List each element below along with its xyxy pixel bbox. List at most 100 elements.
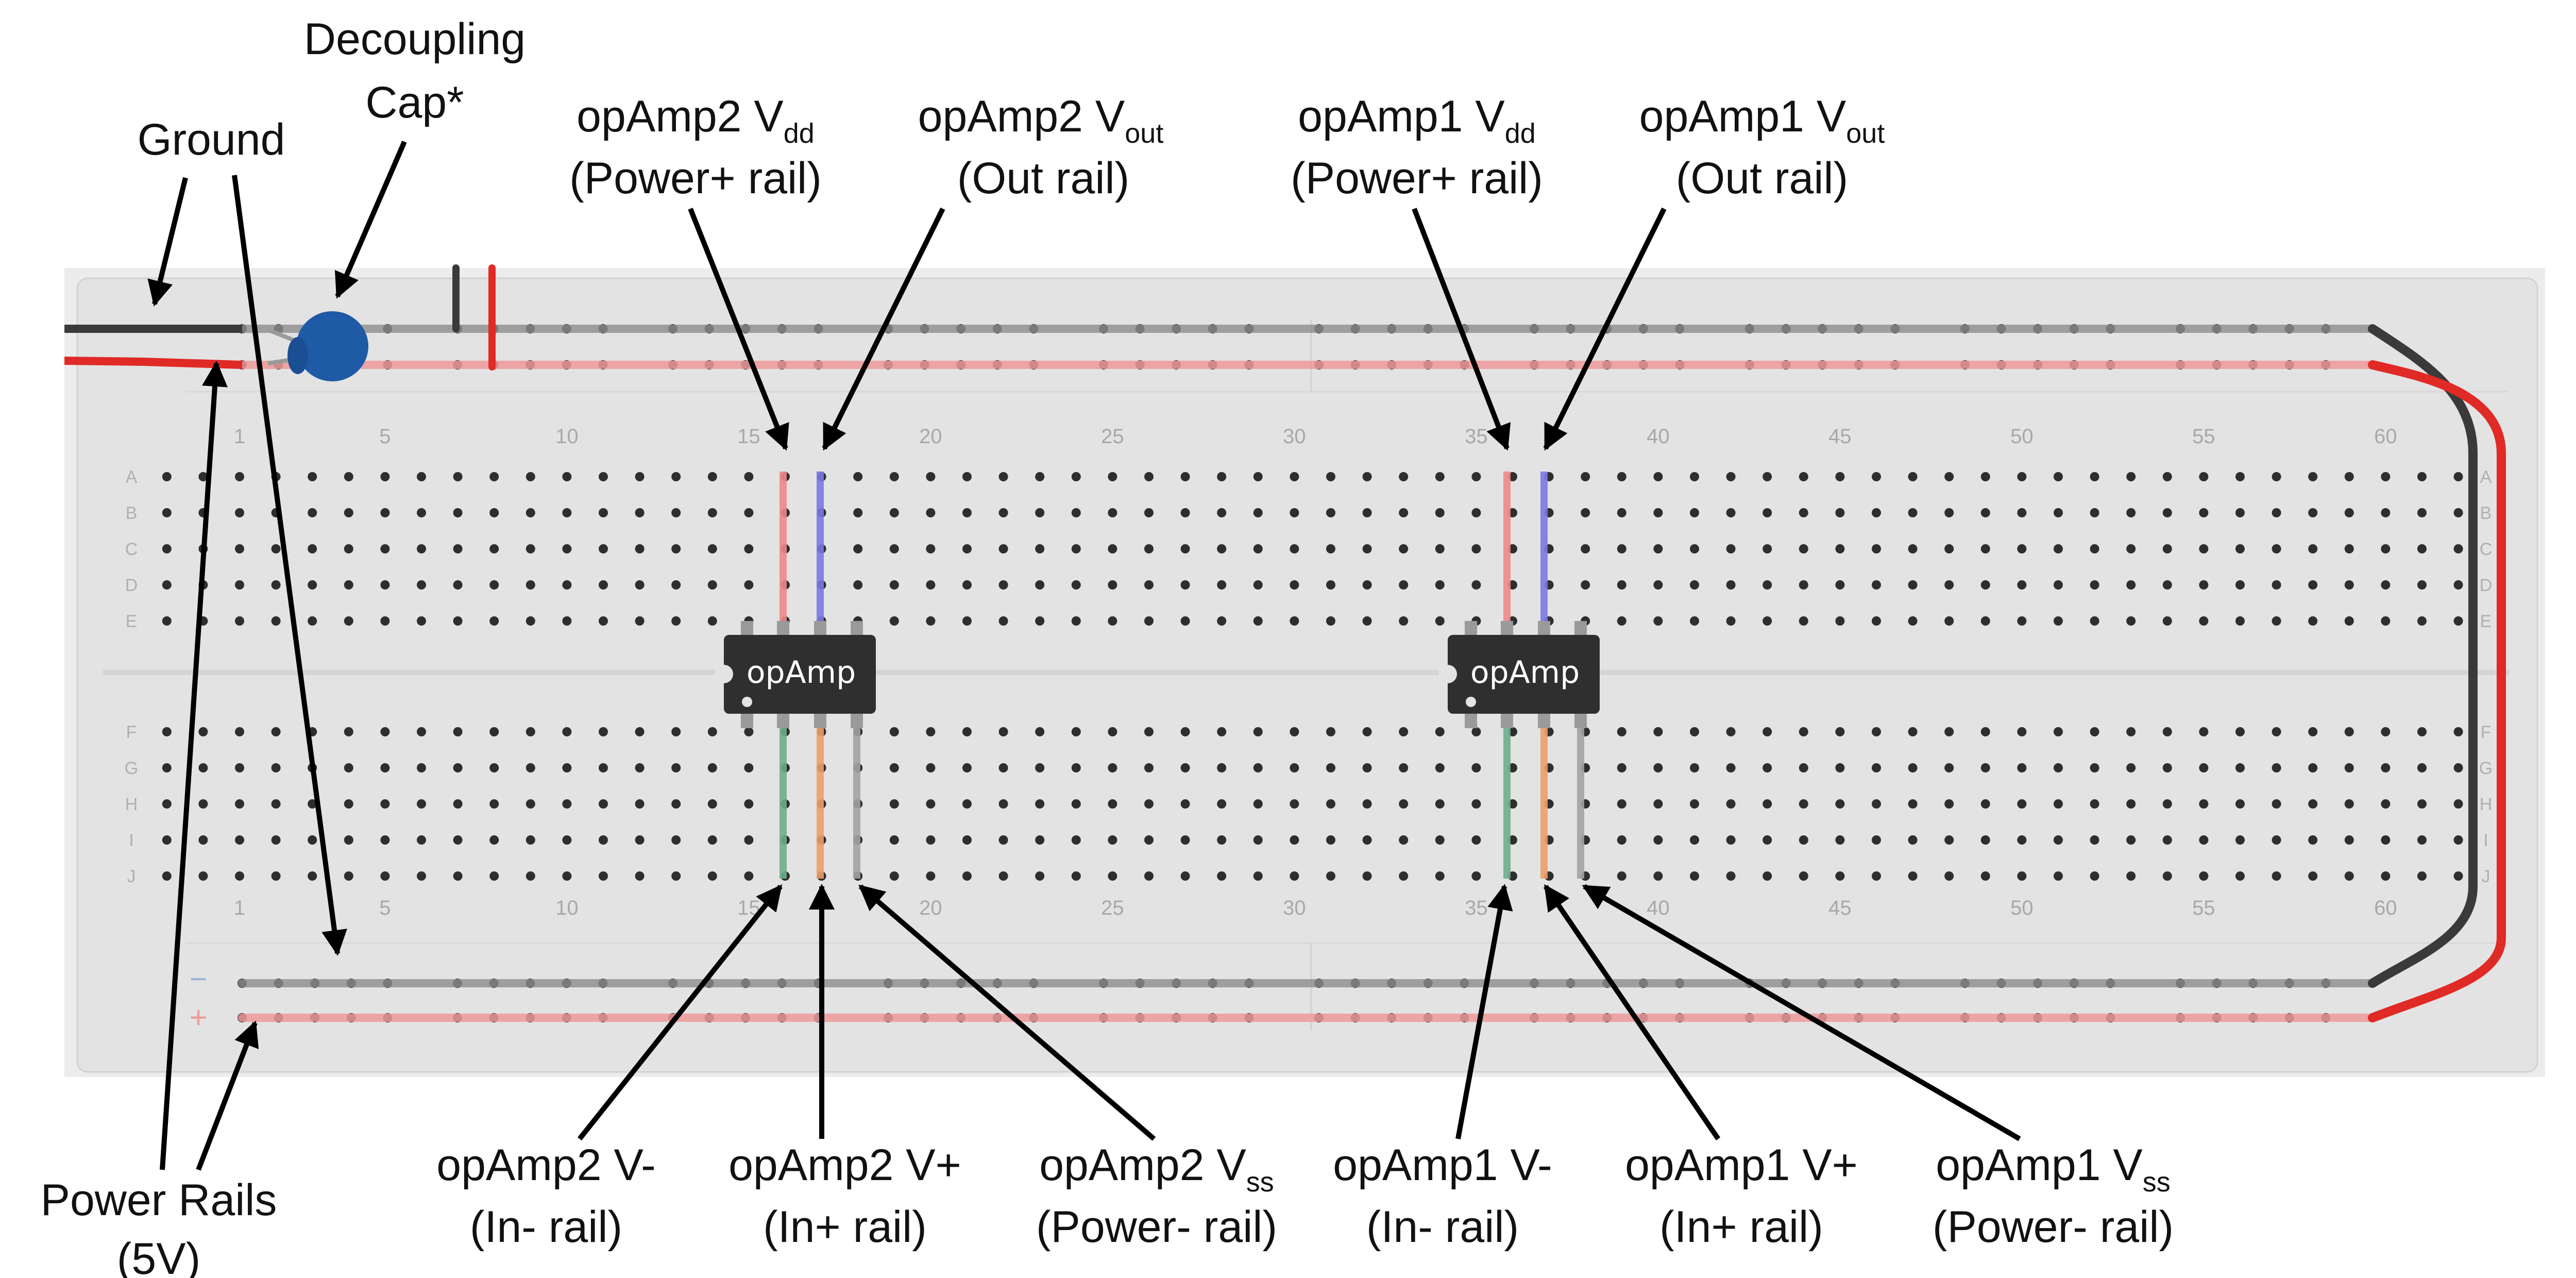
svg-text:(In+ rail): (In+ rail) (1659, 1202, 1823, 1252)
hole (562, 871, 572, 881)
hole (1326, 727, 1335, 736)
opamp1-chip: opAmp (1438, 635, 1600, 714)
rail-minus-sign: − (189, 962, 207, 996)
hole (707, 835, 717, 845)
hole (1617, 871, 1626, 881)
hole (1035, 799, 1045, 809)
hole (1908, 472, 1918, 481)
hole (1872, 871, 1881, 881)
op1-vout-label: opAmp1 Vout (Out rail) (1639, 92, 1885, 203)
svg-text:opAmp1 Vss: opAmp1 Vss (1936, 1140, 2171, 1198)
hole (2199, 835, 2209, 845)
hole (1690, 799, 1699, 809)
hole (1726, 616, 1736, 626)
hole (1217, 763, 1227, 772)
hole (2090, 472, 2099, 481)
hole (1180, 616, 1190, 626)
hole (1108, 727, 1117, 736)
hole (344, 871, 353, 881)
hole (489, 871, 499, 881)
hole (1872, 727, 1881, 736)
hole (1290, 508, 1299, 517)
hole (1362, 763, 1372, 772)
hole (1217, 508, 1227, 517)
hole (1799, 835, 1808, 845)
hole (853, 544, 863, 553)
hole (1690, 580, 1699, 590)
hole (889, 472, 899, 481)
hole (998, 799, 1008, 809)
hole (1035, 580, 1045, 590)
hole (1581, 544, 1590, 553)
hole (2054, 580, 2063, 590)
hole (1471, 763, 1481, 772)
hole (380, 508, 390, 517)
hole (2017, 580, 2027, 590)
hole (2344, 544, 2354, 553)
hole (1835, 835, 1845, 845)
hole (235, 727, 244, 736)
hole (889, 616, 899, 626)
hole (1035, 508, 1045, 517)
hole (2308, 871, 2318, 881)
hole (889, 799, 899, 809)
hole (1617, 799, 1626, 809)
hole (1944, 616, 1954, 626)
hole (489, 508, 499, 517)
hole (635, 727, 645, 736)
hole (1108, 544, 1117, 553)
row-letter: D (2480, 576, 2493, 595)
hole (2272, 472, 2281, 481)
hole (1872, 472, 1881, 481)
hole (1762, 544, 1772, 553)
hole (271, 727, 281, 736)
hole (1435, 544, 1445, 553)
hole (162, 799, 172, 809)
hole (2054, 835, 2063, 845)
hole (2344, 763, 2354, 772)
hole (2017, 763, 2027, 772)
hole (1872, 544, 1881, 553)
row-letter: A (2480, 467, 2492, 487)
hole (162, 544, 172, 553)
chip-pin (1574, 713, 1587, 728)
hole (1326, 544, 1335, 553)
hole (1653, 544, 1663, 553)
hole (417, 544, 426, 553)
hole (1617, 763, 1626, 772)
chip-pin (741, 713, 753, 728)
hole (707, 871, 717, 881)
hole (162, 472, 172, 481)
hole (2235, 763, 2245, 772)
hole (1399, 472, 1409, 481)
hole (1362, 727, 1372, 736)
power-rails-label-line1: Power Rails (41, 1175, 277, 1225)
hole (562, 580, 572, 590)
hole (453, 799, 463, 809)
hole (344, 544, 353, 553)
hole (2308, 544, 2318, 553)
row-letter: I (2483, 831, 2488, 850)
hole (1980, 835, 1990, 845)
hole (1617, 544, 1626, 553)
hole (1362, 835, 1372, 845)
hole (198, 472, 208, 481)
svg-text:(Power+ rail): (Power+ rail) (1291, 154, 1543, 203)
hole (2090, 727, 2099, 736)
right-power-loop-wire (2368, 360, 2506, 1022)
hole (2381, 763, 2391, 772)
hole (998, 508, 1008, 517)
hole (1653, 871, 1663, 881)
hole (1872, 763, 1881, 772)
svg-text:(Power- rail): (Power- rail) (1036, 1202, 1277, 1252)
hole (1326, 472, 1335, 481)
hole (162, 835, 172, 845)
hole (1872, 616, 1881, 626)
hole (1290, 871, 1299, 881)
hole (1290, 580, 1299, 590)
hole (1362, 580, 1372, 590)
hole (489, 616, 499, 626)
hole (671, 472, 681, 481)
svg-text:opAmp1 Vdd: opAmp1 Vdd (1298, 92, 1536, 149)
